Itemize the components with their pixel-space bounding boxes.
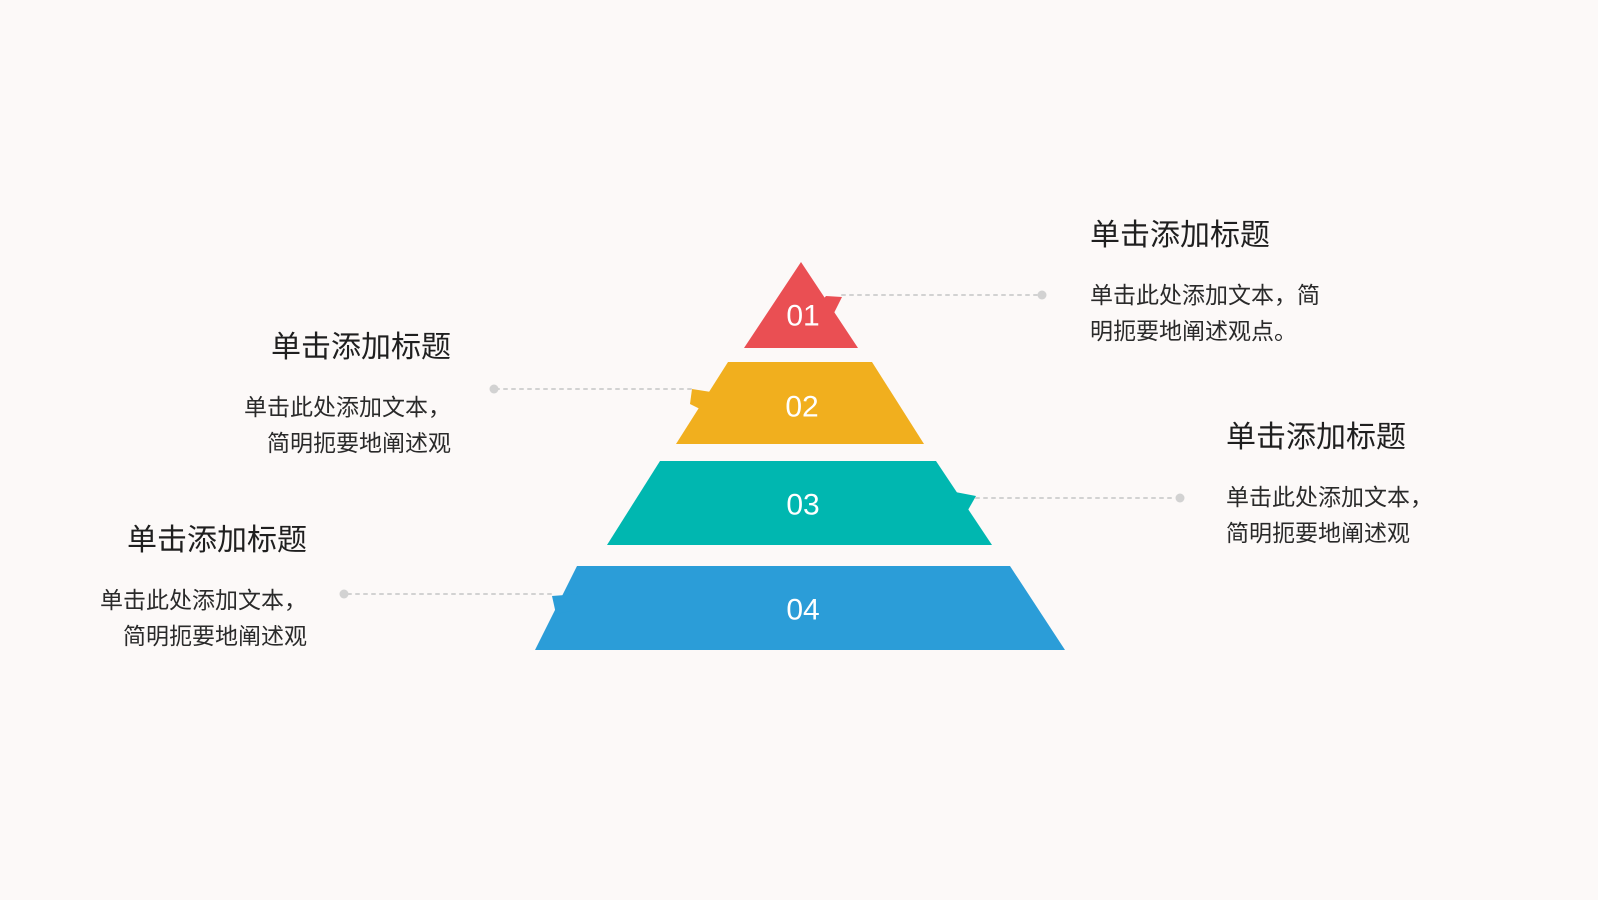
tier-1-shape: [744, 262, 858, 348]
pyramid-tier-2[interactable]: 02: [676, 362, 924, 444]
callout-1: 单击添加标题 单击此处添加文本，简 明扼要地阐述观点。: [1090, 218, 1320, 350]
callout-3-title[interactable]: 单击添加标题: [1226, 420, 1406, 455]
pyramid-tier-1[interactable]: 01: [744, 262, 858, 348]
tier-2-number: 02: [785, 391, 818, 424]
pyramid-tier-3[interactable]: 03: [607, 461, 992, 545]
callout-2-description[interactable]: 单击此处添加文本， 简明扼要地阐述观: [244, 390, 451, 462]
connector-4: [339, 589, 557, 599]
callout-2: 单击添加标题 单击此处添加文本， 简明扼要地阐述观: [244, 330, 451, 462]
callout-1-title[interactable]: 单击添加标题: [1090, 218, 1270, 253]
callout-3-line-1: 单击此处添加文本，: [1226, 485, 1433, 511]
tier-4-number: 04: [786, 594, 819, 627]
tier-4-notch: [552, 594, 578, 614]
callout-2-line-1: 单击此处添加文本，: [244, 395, 451, 421]
tier-2-shape: [676, 362, 924, 444]
callout-1-line-1: 单击此处添加文本，简: [1090, 283, 1320, 309]
tier-3-number: 03: [786, 489, 819, 522]
callout-3: 单击添加标题 单击此处添加文本， 简明扼要地阐述观: [1226, 420, 1433, 552]
callout-4-line-2: 简明扼要地阐述观: [123, 624, 307, 650]
tier-3-shape: [607, 461, 992, 545]
callout-3-line-2: 简明扼要地阐述观: [1226, 521, 1410, 547]
callout-4: 单击添加标题 单击此处添加文本， 简明扼要地阐述观: [100, 523, 307, 655]
connector-2: [489, 384, 693, 394]
callout-1-description[interactable]: 单击此处添加文本，简 明扼要地阐述观点。: [1090, 278, 1320, 350]
pyramid-tier-4[interactable]: 04: [535, 566, 1065, 650]
tier-1-number: 01: [786, 300, 819, 333]
tier-4-shape: [535, 566, 1065, 650]
connector-3: [975, 493, 1185, 503]
callout-1-line-2: 明扼要地阐述观点。: [1090, 319, 1297, 345]
callout-2-line-2: 简明扼要地阐述观: [267, 431, 451, 457]
callout-4-description[interactable]: 单击此处添加文本， 简明扼要地阐述观: [100, 583, 307, 655]
callout-4-title[interactable]: 单击添加标题: [127, 523, 307, 558]
tier-2-notch: [690, 389, 711, 412]
connector-1: [841, 290, 1047, 300]
callout-3-description[interactable]: 单击此处添加文本， 简明扼要地阐述观: [1226, 480, 1433, 552]
callout-4-line-1: 单击此处添加文本，: [100, 588, 307, 614]
tier-3-notch: [950, 491, 976, 510]
tier-1-notch: [818, 296, 842, 313]
callout-2-title[interactable]: 单击添加标题: [271, 330, 451, 365]
